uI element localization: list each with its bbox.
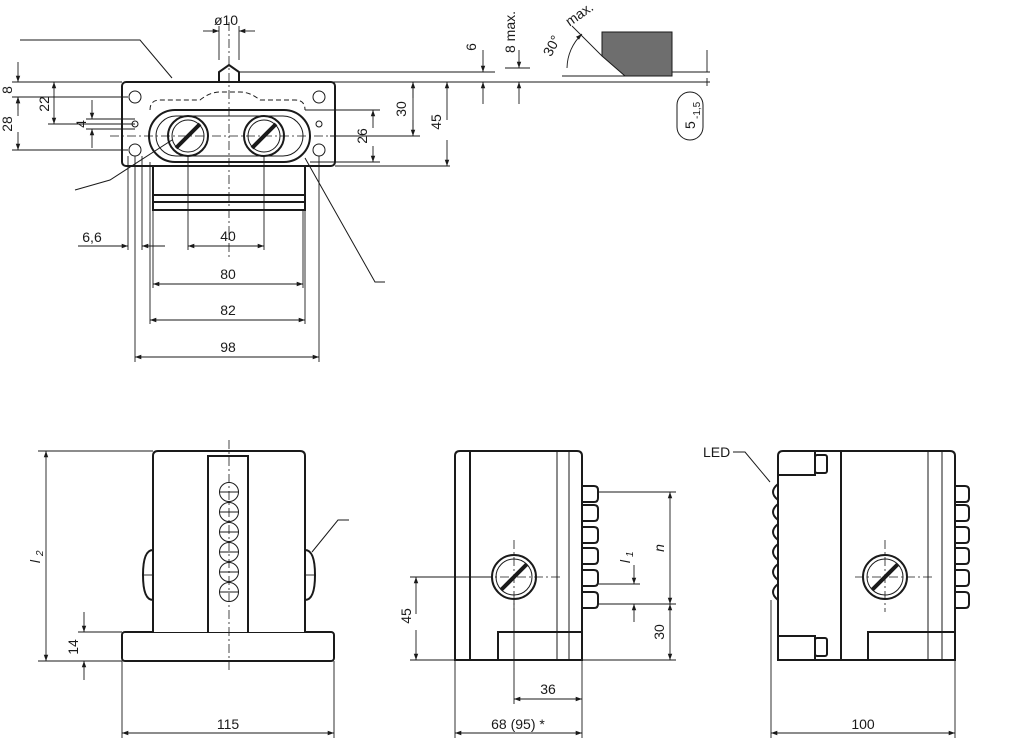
dim-28: 28 — [0, 116, 15, 132]
mounting-hole — [128, 90, 142, 104]
rear-view: LED 100 — [703, 444, 970, 738]
led-indicators — [772, 483, 779, 601]
hidden-outline — [149, 91, 306, 111]
dim-45: 45 — [428, 114, 444, 130]
screw — [862, 554, 908, 600]
leader-line — [20, 39, 173, 79]
dim-30deg: 30° — [540, 33, 564, 59]
front-view: l 2 14 115 — [27, 440, 349, 738]
latch — [814, 637, 828, 657]
dim-80: 80 — [220, 266, 236, 282]
base-plate — [121, 631, 335, 662]
housing-rear — [777, 450, 956, 661]
dim-45-side: 45 — [398, 608, 414, 624]
dim-l1-subscript: 1 — [625, 551, 636, 557]
mounting-hole — [128, 143, 142, 157]
top-view: ø10 6 8 max. 30° max. 5 -1,5 — [0, 0, 710, 362]
side-view: 45 l 1 n 30 36 68 (95) * — [398, 450, 676, 738]
led-label: LED — [703, 444, 730, 460]
dim-8-max: 8 max. — [502, 11, 518, 53]
dim-40: 40 — [220, 228, 236, 244]
dim-5-tolerance: -1,5 — [692, 101, 703, 119]
terminal-block — [582, 485, 599, 609]
leader-line — [304, 157, 385, 283]
dim-36: 36 — [540, 681, 556, 697]
dim-22: 22 — [36, 96, 52, 112]
leader-line — [311, 519, 349, 553]
dim-8: 8 — [0, 86, 15, 94]
dim-30-side: 30 — [651, 624, 667, 640]
leader-line — [733, 451, 771, 483]
dim-26: 26 — [354, 128, 370, 144]
actuator-cam — [601, 31, 673, 77]
dim-82: 82 — [220, 302, 236, 318]
latch — [814, 454, 828, 474]
stroke-tolerance-badge — [676, 91, 704, 141]
dim-68-95: 68 (95) * — [491, 716, 545, 732]
dim-14: 14 — [65, 639, 81, 655]
leader-line — [74, 139, 173, 191]
mounting-hole — [315, 120, 323, 128]
dim-l2: l — [27, 559, 43, 563]
dim-5: 5 — [682, 121, 698, 129]
dim-4: 4 — [73, 120, 89, 128]
dim-6: 6 — [463, 43, 479, 51]
dim-diameter-10: ø10 — [214, 12, 238, 28]
dim-100: 100 — [851, 716, 875, 732]
mounting-hole — [312, 90, 326, 104]
mounting-hole — [312, 143, 326, 157]
dim-6-6: 6,6 — [82, 229, 102, 245]
dim-30: 30 — [393, 101, 409, 117]
dim-l1: l — [617, 559, 633, 563]
dim-98: 98 — [220, 339, 236, 355]
dim-l2-subscript: 2 — [35, 550, 46, 557]
dim-max: max. — [562, 0, 596, 29]
terminal-block — [955, 485, 970, 609]
dim-115: 115 — [217, 716, 240, 732]
dim-n: n — [651, 544, 667, 552]
